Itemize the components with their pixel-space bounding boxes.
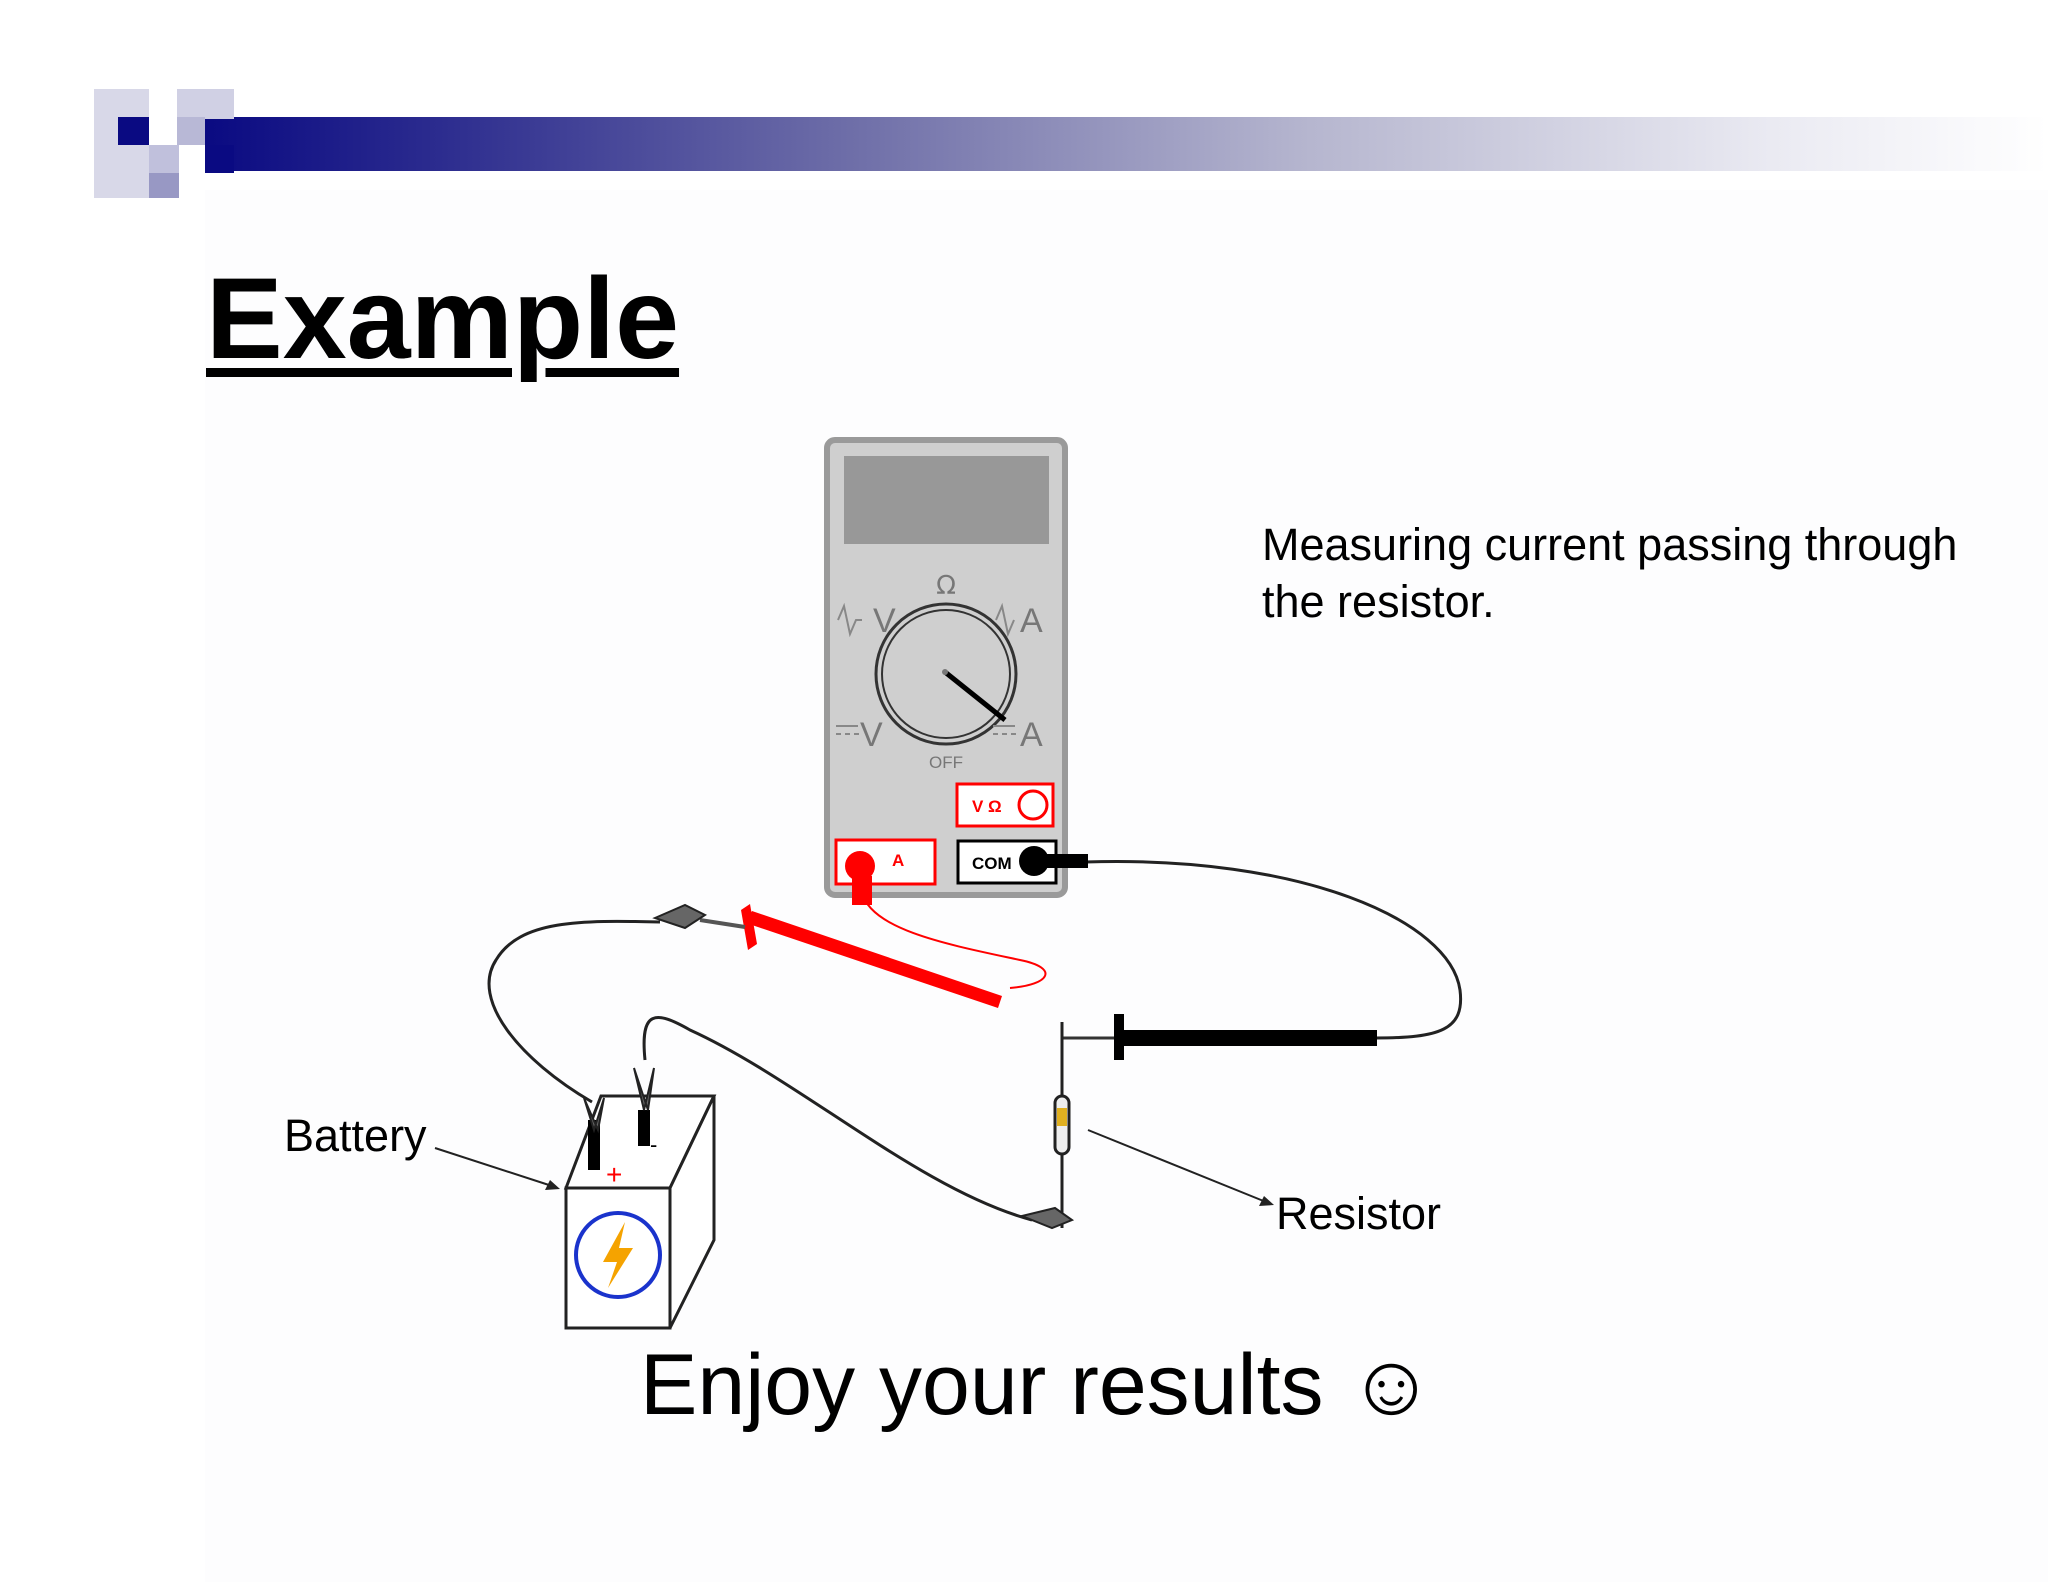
footer-text: Enjoy your results ☺ bbox=[640, 1337, 1436, 1433]
red-probe-clip bbox=[652, 903, 708, 930]
wire-red-probe-lead bbox=[861, 891, 1047, 989]
black-plug-stem bbox=[1040, 854, 1088, 868]
red-probe bbox=[652, 903, 1002, 1008]
slide-background bbox=[205, 190, 2048, 1582]
lightning-bolt-icon bbox=[603, 1222, 633, 1288]
dc-symbol-icon bbox=[993, 725, 1016, 735]
dial-label-dc-volts: V bbox=[860, 716, 883, 754]
battery-clip-minus bbox=[633, 1067, 655, 1111]
dc-symbol-icon bbox=[836, 725, 859, 735]
battery-minus-label: - bbox=[650, 1132, 657, 1157]
resistor-callout-arrow bbox=[1087, 1129, 1267, 1203]
dial-label-ohm: Ω bbox=[936, 571, 956, 601]
wire-battery-minus bbox=[642, 1016, 1033, 1222]
wire-battery-plus bbox=[487, 919, 661, 1104]
jack-v-ohm-label: V Ω bbox=[972, 797, 1002, 816]
battery-label: Battery bbox=[284, 1110, 427, 1161]
decor-square bbox=[177, 89, 234, 119]
decor-square bbox=[118, 117, 149, 145]
dial-label-ac-volts: V bbox=[873, 602, 896, 640]
decor-square bbox=[205, 145, 234, 173]
slide-title: Example bbox=[206, 255, 680, 383]
battery-plus-label: + bbox=[606, 1159, 622, 1190]
ac-wave-icon bbox=[837, 602, 862, 638]
black-probe bbox=[1062, 1014, 1377, 1060]
resistor-clip bbox=[1018, 1206, 1075, 1230]
battery-clip-plus bbox=[583, 1097, 605, 1134]
dial-label-off: OFF bbox=[929, 753, 963, 772]
header-gradient-band bbox=[205, 117, 2048, 171]
red-plug-stem bbox=[852, 876, 872, 905]
decor-square bbox=[94, 145, 149, 198]
dial-label-ac-amps: A bbox=[1020, 602, 1043, 640]
decor-square bbox=[149, 145, 179, 175]
ac-wave-icon bbox=[995, 602, 1015, 638]
dial-label-dc-amps: A bbox=[1020, 716, 1043, 754]
jack-com-label: COM bbox=[972, 854, 1012, 873]
resistor bbox=[1018, 1022, 1075, 1230]
jack-amps-label: A bbox=[892, 851, 904, 870]
multimeter: Ω V A V A OFF V Ω A COM bbox=[824, 437, 1088, 905]
decor-square bbox=[149, 173, 179, 198]
battery: + - bbox=[563, 1067, 717, 1330]
decor-square bbox=[177, 117, 205, 145]
caption-text: Measuring current passing through the re… bbox=[1262, 519, 1958, 627]
resistor-label: Resistor bbox=[1276, 1188, 1442, 1239]
wire-com-probe bbox=[1084, 859, 1463, 1040]
battery-callout-arrow bbox=[434, 1147, 553, 1187]
